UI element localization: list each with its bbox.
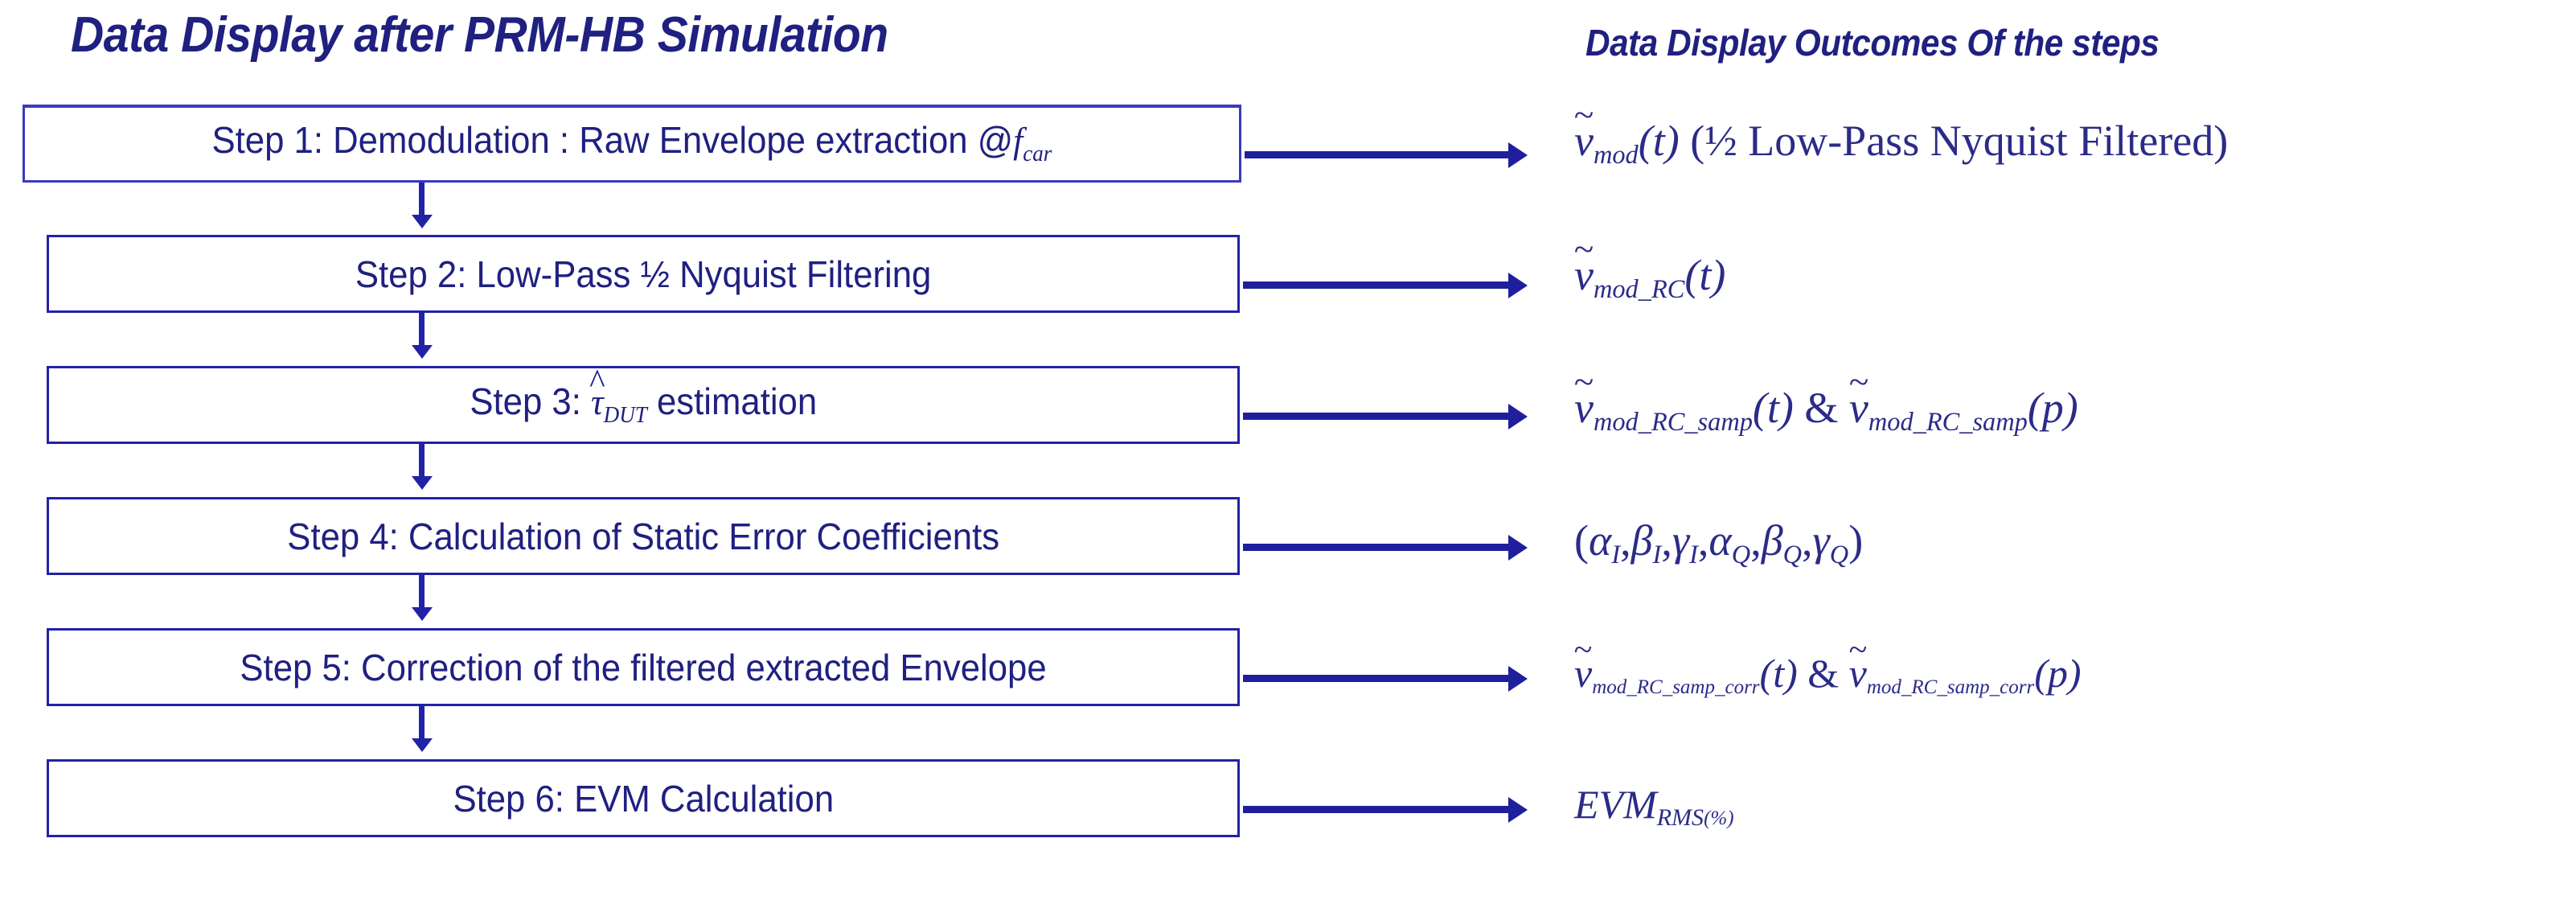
connector-arrow-3-to-4: [419, 444, 425, 478]
outcome-4-sym-4: β: [1761, 516, 1783, 565]
outcome-4-comma-2: ,: [1697, 516, 1709, 565]
outcome-1-arg: (t): [1638, 117, 1680, 165]
page-title-right: Data Display Outcomes Of the steps: [1585, 22, 2160, 64]
outcome-3-conjunction: &: [1804, 384, 1839, 432]
page-title-left: Data Display after PRM-HB Simulation: [71, 7, 888, 63]
outcome-5-arg: (t): [1759, 651, 1798, 696]
step-label-3-prefix: Step 3:: [470, 380, 591, 422]
step-box-3[interactable]: Step 3: τDUT estimation: [47, 366, 1240, 444]
outcome-1: vmod(t) (½ Low-Pass Nyquist Filtered): [1574, 117, 2229, 168]
step-label-3: Step 3: τDUT estimation: [470, 383, 817, 428]
step-box-1[interactable]: Step 1: Demodulation : Raw Envelope extr…: [23, 105, 1241, 183]
step-label-5: Step 5: Correction of the filtered extra…: [240, 646, 1047, 688]
step-box-5[interactable]: Step 5: Correction of the filtered extra…: [47, 628, 1240, 706]
outcome-5: vmod_RC_samp_corr(t) & vmod_RC_samp_corr…: [1574, 651, 2082, 697]
outcome-2-sub: mod_RC: [1593, 274, 1685, 304]
outcome-4-open-paren: (: [1574, 516, 1589, 565]
outcome-5-sub2: mod_RC_samp_corr: [1866, 676, 2035, 698]
outcome-4-sub-0: I: [1611, 540, 1621, 569]
outcome-4-comma-3: ,: [1750, 516, 1762, 565]
outcome-3-arg2: (p): [2027, 384, 2078, 432]
outcome-2-base: v: [1574, 253, 1594, 297]
outcome-5-base: v: [1574, 653, 1592, 693]
outcome-4-sym-1: β: [1631, 516, 1653, 565]
connector-arrow-1-to-2: [419, 183, 425, 216]
outcome-1-sub: mod: [1593, 140, 1639, 170]
output-arrow-5: [1243, 675, 1510, 682]
outcome-5-sub: mod_RC_samp_corr: [1592, 676, 1760, 698]
outcome-4-close-paren: ): [1848, 516, 1864, 565]
outcome-3: vmod_RC_samp(t) & vmod_RC_samp(p): [1574, 384, 2078, 435]
outcome-3-arg: (t): [1752, 384, 1794, 432]
step-label-1-prefix: Step 1: Demodulation : Raw Envelope extr…: [211, 119, 1014, 162]
outcome-6-base: EVM: [1574, 782, 1657, 827]
outcome-2-arg: (t): [1684, 251, 1726, 299]
outcome-6-sub: RMS: [1656, 804, 1704, 831]
outcome-1-base: v: [1574, 119, 1594, 162]
outcome-4-sub-3: Q: [1731, 540, 1751, 569]
step-label-3-math-sub: DUT: [603, 402, 647, 428]
connector-arrow-2-to-3: [419, 313, 425, 347]
outcome-1-note: (½ Low-Pass Nyquist Filtered): [1690, 117, 2229, 165]
outcome-4-comma-1: ,: [1661, 516, 1672, 565]
step-box-2[interactable]: Step 2: Low-Pass ½ Nyquist Filtering: [47, 235, 1240, 313]
step-label-3-math-base: τ: [591, 383, 604, 421]
step-label-1-math-sub: car: [1023, 142, 1052, 167]
step-label-3-suffix: estimation: [646, 380, 817, 422]
output-arrow-2: [1243, 281, 1510, 289]
outcome-3-sub2: mod_RC_samp: [1868, 407, 2028, 437]
output-arrow-3: [1243, 413, 1510, 420]
outcome-4-sym-2: γ: [1672, 516, 1690, 565]
outcome-5-base2: v: [1849, 653, 1867, 693]
outcome-4-sym-5: γ: [1812, 516, 1830, 565]
outcome-6: EVMRMS(%): [1574, 782, 1734, 830]
outcome-4-sub-2: I: [1689, 540, 1698, 569]
step-label-2: Step 2: Low-Pass ½ Nyquist Filtering: [355, 253, 932, 295]
outcome-4: (αI,βI,γI,αQ,βQ,γQ): [1574, 516, 1864, 568]
connector-arrow-5-to-6: [419, 706, 425, 740]
step-label-6: Step 6: EVM Calculation: [453, 777, 834, 820]
outcome-4-sub-1: I: [1652, 540, 1662, 569]
outcome-2: vmod_RC(t): [1574, 251, 1726, 302]
outcome-6-note: (%): [1704, 807, 1734, 829]
step-box-4[interactable]: Step 4: Calculation of Static Error Coef…: [47, 497, 1240, 575]
outcome-4-sub-5: Q: [1829, 540, 1849, 569]
outcome-4-comma-4: ,: [1802, 516, 1813, 565]
step-label-1-math-base: f: [1013, 120, 1023, 162]
outcome-4-sub-4: Q: [1782, 540, 1802, 569]
output-arrow-6: [1243, 806, 1510, 813]
outcome-4-sym-3: α: [1708, 516, 1732, 565]
connector-arrow-4-to-5: [419, 575, 425, 609]
outcome-3-sub: mod_RC_samp: [1593, 407, 1753, 437]
outcome-3-base2: v: [1849, 386, 1868, 429]
step-label-1: Step 1: Demodulation : Raw Envelope extr…: [212, 121, 1052, 166]
outcome-3-base: v: [1574, 386, 1594, 429]
outcome-5-arg2: (p): [2034, 651, 2082, 696]
outcome-5-conjunction: &: [1807, 651, 1840, 696]
step-box-6[interactable]: Step 6: EVM Calculation: [47, 759, 1240, 837]
output-arrow-4: [1243, 544, 1510, 551]
output-arrow-1: [1245, 151, 1510, 158]
step-label-4: Step 4: Calculation of Static Error Coef…: [287, 515, 999, 557]
outcome-4-comma-0: ,: [1620, 516, 1631, 565]
outcome-4-sym-0: α: [1588, 516, 1612, 565]
